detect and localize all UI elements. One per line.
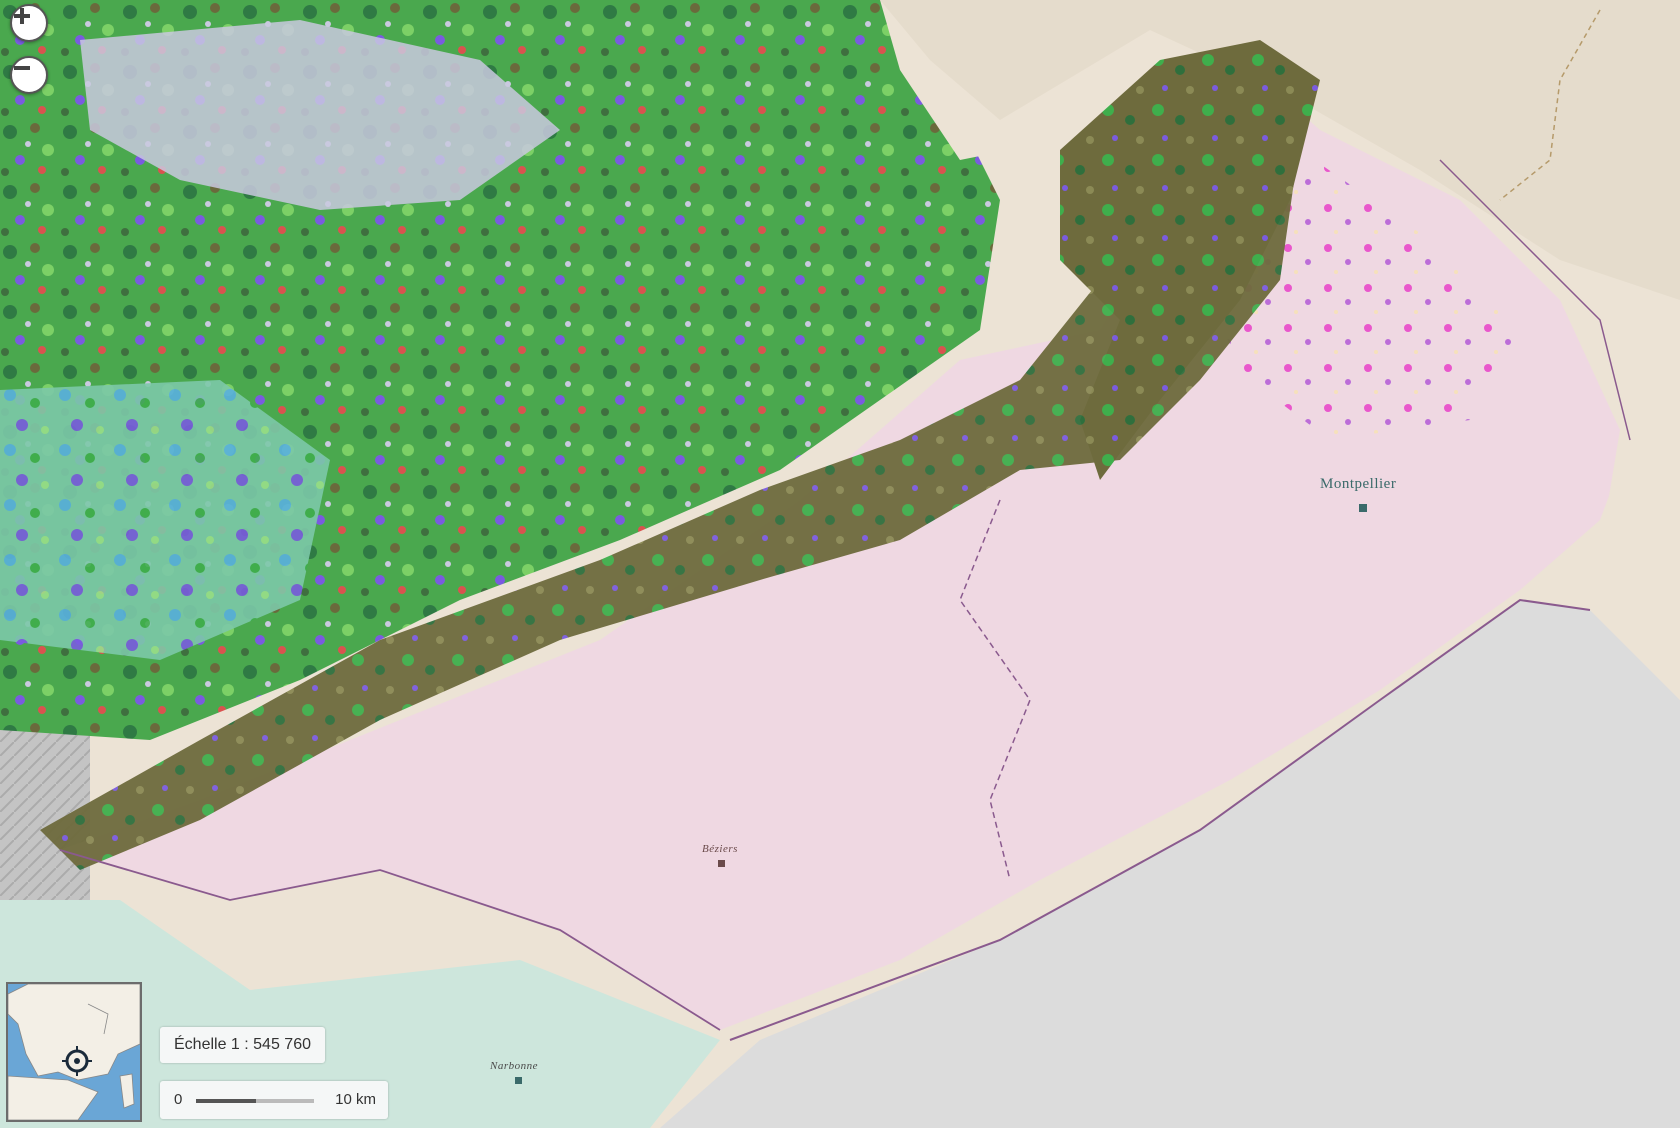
zoom-in-button[interactable] bbox=[10, 4, 48, 42]
crosshair-target-icon[interactable] bbox=[62, 1046, 92, 1076]
scale-ratio-label: Échelle 1 : 545 760 bbox=[174, 1036, 311, 1053]
scale-bar-zero: 0 bbox=[174, 1091, 183, 1108]
city-label-montpellier: Montpellier bbox=[1320, 476, 1397, 492]
scale-ratio-box: Échelle 1 : 545 760 bbox=[160, 1027, 325, 1063]
city-label-beziers: Béziers bbox=[702, 843, 738, 855]
city-marker-montpellier bbox=[1359, 504, 1367, 512]
minus-icon bbox=[14, 66, 30, 70]
city-marker-beziers bbox=[718, 860, 725, 867]
overview-map-graphic bbox=[8, 984, 140, 1120]
scale-bar: 0 10 km bbox=[160, 1081, 388, 1119]
zoom-out-button[interactable] bbox=[10, 56, 48, 94]
scale-bar-distance: 10 km bbox=[335, 1091, 376, 1108]
overview-minimap[interactable] bbox=[6, 982, 142, 1122]
plus-icon bbox=[14, 8, 30, 24]
city-label-narbonne: Narbonne bbox=[490, 1060, 538, 1072]
scale-bar-line bbox=[196, 1099, 314, 1103]
city-marker-narbonne bbox=[515, 1077, 522, 1084]
